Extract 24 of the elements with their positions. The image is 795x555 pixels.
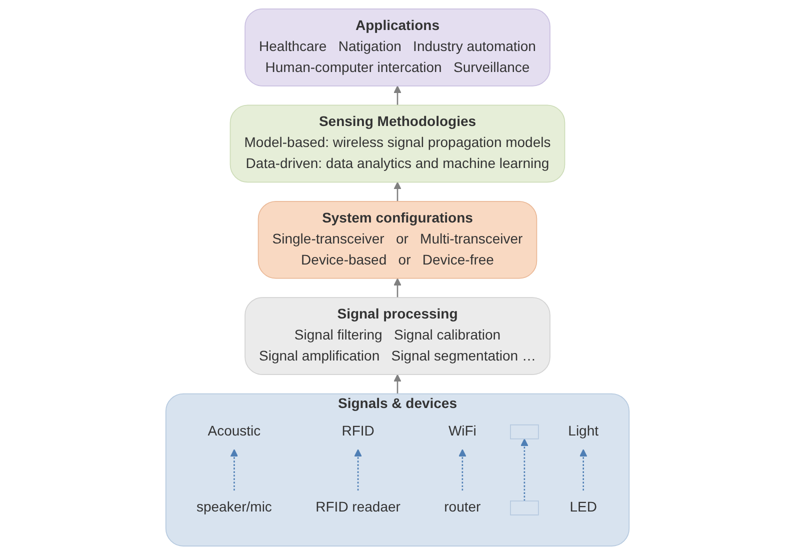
node-text: router [444,500,481,515]
node-box [510,500,539,516]
node-box [258,200,538,279]
node-box [244,297,550,376]
node-text: RFID readaer [316,500,400,515]
node-box [510,424,539,440]
node-text: RFID [342,424,374,439]
arrow [230,449,238,490]
arrow [580,449,588,490]
cluster [165,393,630,546]
arrow [394,374,402,394]
node-box [230,104,566,183]
node-text: Light [568,424,599,439]
arrow [520,438,528,501]
arrow [394,278,402,298]
node-text: Acoustic [208,424,261,439]
node-text: speaker/mic [196,500,272,515]
arrow [394,86,402,106]
arrow [354,449,362,490]
node-box [244,8,550,86]
node-text: LED [570,500,597,515]
arrow [458,449,466,490]
node-text: WiFi [448,424,476,439]
arrow [394,182,402,202]
